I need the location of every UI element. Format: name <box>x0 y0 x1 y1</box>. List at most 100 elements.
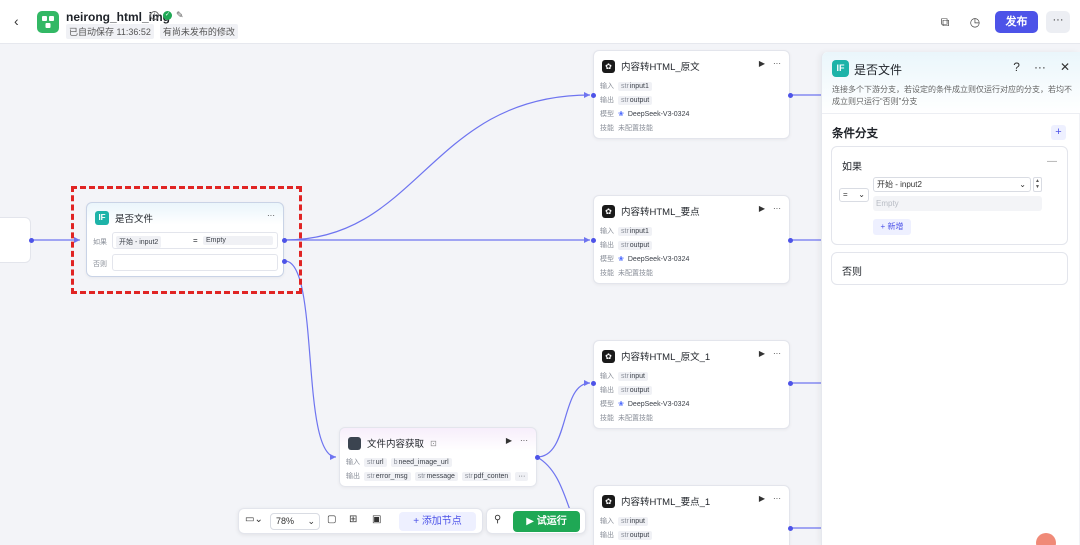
out-port[interactable] <box>535 455 540 460</box>
run-node-icon[interactable]: ▶ <box>758 494 765 503</box>
model-icon: ❀ <box>618 401 624 408</box>
stepper[interactable]: ▲▼ <box>1033 177 1042 192</box>
check-icon: ✓ <box>163 11 172 20</box>
model-icon: ❀ <box>618 111 624 118</box>
value-input[interactable]: Empty <box>873 196 1042 211</box>
input-label: 输入 <box>600 228 614 235</box>
fit-view-icon[interactable]: ▣ <box>372 514 382 525</box>
app-name: neirong_html_img <box>66 10 171 24</box>
file-logo-icon <box>348 436 361 450</box>
input-pill: strurl <box>364 457 387 467</box>
output-label: 输出 <box>346 473 360 480</box>
collapse-icon[interactable]: — <box>1047 156 1057 167</box>
variable-select[interactable]: 开始 - input2⌄ <box>873 177 1031 192</box>
run-node-icon[interactable]: ▶ <box>505 436 512 445</box>
else-branch-label: 否则 <box>842 267 862 278</box>
add-branch-button[interactable]: + <box>1051 125 1066 140</box>
chevron-down-icon: ⌄ <box>858 190 865 199</box>
skill-value: 未配置技能 <box>618 270 653 277</box>
zoom-select[interactable]: 78%⌄ <box>270 513 320 530</box>
top-bar: ‹ neirong_html_img i ✓ ✎ 已自动保存 11:36:52 … <box>0 0 1080 44</box>
run-node-icon[interactable]: ▶ <box>758 59 765 68</box>
deepseek-logo-icon: ✿ <box>602 494 615 508</box>
run-node-icon[interactable]: ▶ <box>758 204 765 213</box>
skill-label: 技能 <box>600 270 614 277</box>
node-more-icon[interactable]: ··· <box>267 211 275 220</box>
panel-description: 连接多个下游分支，若设定的条件成立则仅运行对应的分支，若均不成立则只运行“否则”… <box>832 85 1072 106</box>
publish-button[interactable]: 发布 <box>995 11 1038 33</box>
node-more-icon[interactable]: ··· <box>773 494 781 503</box>
node-title: 内容转HTML_要点_1 <box>621 497 711 508</box>
node-title: 内容转HTML_要点 <box>621 207 700 218</box>
model-value: DeepSeek-V3-0324 <box>627 255 690 263</box>
edit-icon[interactable]: ✎ <box>176 10 184 20</box>
add-node-button[interactable]: + 添加节点 <box>399 512 476 531</box>
output-pill: stroutput <box>618 385 653 395</box>
test-run-button[interactable]: ▶ 试运行 <box>513 511 580 532</box>
start-node[interactable] <box>0 217 31 263</box>
start-port[interactable] <box>29 238 34 243</box>
input-pill: strinput1 <box>618 81 652 91</box>
close-icon[interactable]: ✕ <box>1059 60 1070 74</box>
history-icon[interactable]: ◷ <box>969 15 981 29</box>
input-label: 输入 <box>600 373 614 380</box>
panel-more-icon[interactable]: ··· <box>1033 60 1046 74</box>
more-outputs-icon[interactable]: ··· <box>515 471 529 481</box>
node-more-icon[interactable]: ··· <box>520 436 528 445</box>
info-icon[interactable]: i <box>150 11 159 20</box>
minimap-icon[interactable]: ▭⌄ <box>245 514 263 525</box>
in-port[interactable] <box>591 238 596 243</box>
else-out-port[interactable] <box>282 259 287 264</box>
model-icon: ❀ <box>618 256 624 263</box>
add-condition-button[interactable]: + 新增 <box>873 219 911 235</box>
else-condition[interactable] <box>112 254 278 271</box>
plus-icon: + <box>413 516 422 527</box>
debug-icon[interactable]: ⚲ <box>494 514 502 525</box>
node-title: 文件内容获取 <box>367 439 425 450</box>
output-pill: stroutput <box>618 530 653 540</box>
back-icon[interactable]: ‹ <box>14 13 19 29</box>
if-node-title: 是否文件 <box>115 214 154 225</box>
operator-select[interactable]: =⌄ <box>839 188 869 202</box>
out-port[interactable] <box>788 381 793 386</box>
deepseek-logo-icon: ✿ <box>602 349 615 363</box>
deepseek-logo-icon: ✿ <box>602 59 615 73</box>
node-more-icon[interactable]: ··· <box>773 59 781 68</box>
copy-icon[interactable]: ⧉ <box>940 15 950 29</box>
node-settings-panel: IF 是否文件 ? ··· ✕ 连接多个下游分支，若设定的条件成立则仅运行对应的… <box>821 52 1080 545</box>
out-port[interactable] <box>788 93 793 98</box>
highlight-box <box>71 186 302 294</box>
run-node-icon[interactable]: ▶ <box>758 349 765 358</box>
input-label: 输入 <box>346 459 360 466</box>
avatar[interactable] <box>1036 533 1056 545</box>
out-port[interactable] <box>788 526 793 531</box>
if-out-port[interactable] <box>282 238 287 243</box>
in-port[interactable] <box>591 381 596 386</box>
if-icon: IF <box>832 60 849 77</box>
node-more-icon[interactable]: ··· <box>773 204 781 213</box>
zoom-value: 78% <box>276 516 295 526</box>
edge-else-file <box>284 260 337 458</box>
in-port[interactable] <box>591 93 596 98</box>
if-var: 开始 - input2 <box>116 236 162 248</box>
model-label: 模型 <box>600 256 614 263</box>
comment-icon[interactable]: ▢ <box>327 514 337 525</box>
more-icon[interactable]: ··· <box>1046 11 1070 33</box>
plugin-icon: ⊡ <box>430 438 437 448</box>
help-icon[interactable]: ? <box>1013 60 1020 74</box>
node-more-icon[interactable]: ··· <box>773 349 781 358</box>
output-label: 输出 <box>600 532 614 539</box>
skill-value: 未配置技能 <box>618 415 653 422</box>
model-label: 模型 <box>600 111 614 118</box>
if-node[interactable]: IF 是否文件 ··· 如果 开始 - input2 = Empty 否则 <box>86 202 284 277</box>
panel-title: 是否文件 <box>854 63 903 77</box>
if-condition[interactable]: 开始 - input2 = Empty <box>112 232 278 249</box>
node-file-content[interactable]: 文件内容获取⊡ ▶··· 输入 strurl bneed_image_url 输… <box>339 427 537 487</box>
output-pill: strpdf_conten <box>461 471 512 481</box>
out-port[interactable] <box>788 238 793 243</box>
grid-icon[interactable]: ⊞ <box>349 514 358 525</box>
